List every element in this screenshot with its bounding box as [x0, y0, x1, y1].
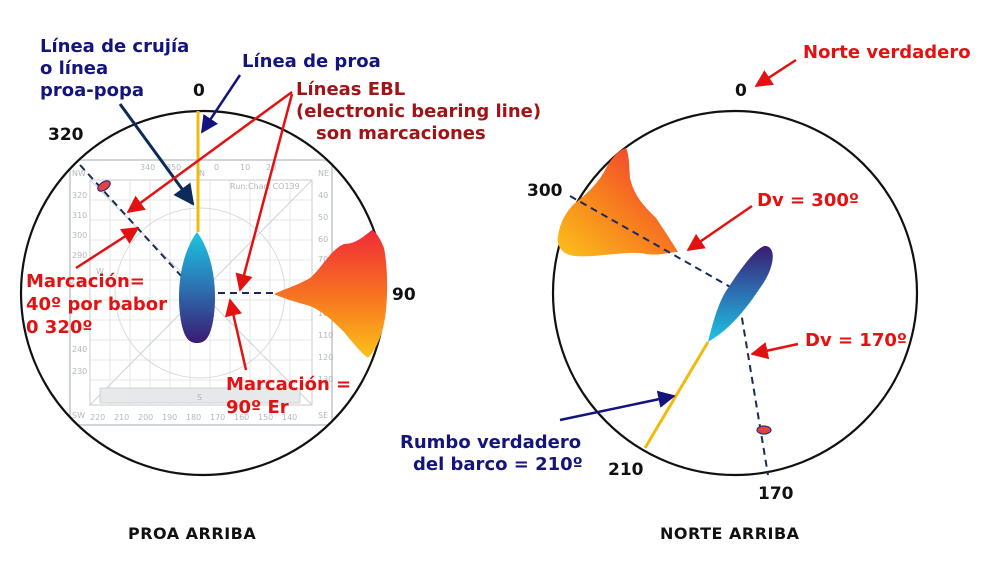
plotter-bottom-scale: 200	[138, 413, 153, 422]
plotter-right-scale: 60	[318, 235, 328, 244]
arrow-proa	[200, 74, 242, 134]
annotation-crujia-line-3: proa-popa	[40, 80, 144, 101]
arrow-ebl-90	[235, 93, 294, 292]
plotter-bottom-scale: 150	[258, 413, 273, 422]
plotter-bottom-scale: 180	[186, 413, 201, 422]
plotter-top-scale: 0	[214, 163, 219, 172]
plotter-compass-n: N	[199, 169, 205, 178]
annotation-ebl-line-2: (electronic bearing line)	[296, 101, 541, 122]
north-up-display: 0 300 210 170 Norte verdadero Dv = 300º …	[400, 42, 971, 543]
bearing-label-210: 210	[608, 460, 644, 480]
heading-line-210	[643, 341, 710, 449]
small-target-echo	[97, 180, 111, 192]
bearing-label-0-north: 0	[735, 81, 747, 101]
plotter-right-scale: 110	[318, 331, 333, 340]
arrow-dv-170	[750, 342, 799, 360]
plotter-right-scale: 120	[318, 353, 333, 362]
target-echo-300	[557, 148, 678, 257]
annotation-marcacion-babor-line-1: Marcación=	[26, 271, 145, 292]
plotter-left-scale: 230	[72, 367, 87, 376]
arrow-ebl-320	[126, 90, 293, 214]
annotation-rumbo-line-2: del barco = 210º	[413, 454, 583, 475]
annotation-norte-verdadero: Norte verdadero	[803, 42, 971, 63]
arrow-crujia	[118, 103, 195, 206]
annotation-crujia-line-2: o línea	[40, 58, 108, 79]
arrow-rumbo	[559, 390, 676, 422]
annotation-dv-170: Dv = 170º	[805, 330, 907, 351]
own-ship-echo	[178, 232, 216, 343]
plotter-bottom-scale: 140	[282, 413, 297, 422]
plotter-top-scale: 350	[166, 163, 181, 172]
plotter-left-scale: 310	[72, 211, 87, 220]
arrow-marcacion-er	[224, 298, 248, 371]
plotter-right-scale: 130	[318, 375, 333, 384]
caption-head-up: PROA ARRIBA	[128, 524, 256, 543]
plotter-bottom-scale: 190	[162, 413, 177, 422]
plotter-compass-nw: NW	[72, 169, 86, 178]
head-up-display: Run:Chart CO139 N S NW NE SW SE W E 320 …	[19, 36, 541, 543]
radar-range-ring-north-up	[551, 109, 919, 477]
annotation-marcacion-babor-line-2: 40º por babor	[26, 294, 167, 315]
plotter-title: Run:Chart CO139	[230, 182, 300, 191]
plotter-right-scale: 50	[318, 213, 328, 222]
bearing-label-170: 170	[758, 484, 794, 504]
arrow-dv-300	[686, 204, 753, 252]
plotter-left-scale: 320	[72, 191, 87, 200]
plotter-left-scale: 300	[72, 231, 87, 240]
plotter-bottom-scale: 160	[234, 413, 249, 422]
plotter-left-scale: 270-5	[70, 277, 93, 286]
annotation-marcacion-babor-line-3: 0 320º	[26, 317, 93, 338]
arrow-marcacion-babor	[75, 226, 140, 270]
target-echo-90	[274, 230, 388, 358]
annotation-proa: Línea de proa	[242, 51, 381, 72]
caption-north-up: NORTE ARRIBA	[660, 524, 800, 543]
plotter-bottom-scale: 220	[90, 413, 105, 422]
bearing-label-90: 90	[392, 285, 416, 305]
annotation-crujia-line-1: Línea de crujía	[40, 36, 189, 57]
bearing-label-320: 320	[48, 125, 84, 145]
annotation-ebl-line-3: son marcaciones	[316, 123, 486, 144]
plotter-compass-w: W	[96, 267, 104, 276]
annotation-marcacion-er-line-1: Marcación =	[226, 374, 351, 395]
annotation-marcacion-er-line-2: 90º Er	[226, 397, 289, 418]
own-ship-echo-north-up	[708, 246, 773, 342]
bearing-label-0: 0	[193, 81, 205, 101]
annotation-rumbo-line-1: Rumbo verdadero	[400, 432, 581, 453]
arrow-norte	[754, 58, 797, 88]
plotter-top-scale: 20	[266, 163, 276, 172]
plotter-compass-se: SE	[318, 411, 328, 420]
annotation-dv-300: Dv = 300º	[757, 190, 859, 211]
plotter-right-scale: 70	[318, 255, 328, 264]
plotter-bottom-scale: 210	[114, 413, 129, 422]
plotter-bottom-scale: 170	[210, 413, 225, 422]
plotter-compass-s: S	[197, 393, 202, 402]
plotter-top-scale: 10	[240, 163, 250, 172]
plotter-compass-sw: SW	[72, 411, 85, 420]
plotter-right-scale: 40	[318, 191, 328, 200]
ebl-line-170	[737, 293, 769, 476]
plotter-compass-ne: NE	[318, 169, 329, 178]
plotter-top-scale: 340	[140, 163, 155, 172]
plotter-left-scale: 240	[72, 345, 87, 354]
annotation-ebl-line-1: Líneas EBL	[296, 79, 405, 100]
small-target-echo-north-up	[756, 425, 772, 435]
plotter-left-scale: 290	[72, 251, 87, 260]
plotter-left-scale: 250	[72, 323, 87, 332]
bearing-label-300: 300	[527, 181, 563, 201]
